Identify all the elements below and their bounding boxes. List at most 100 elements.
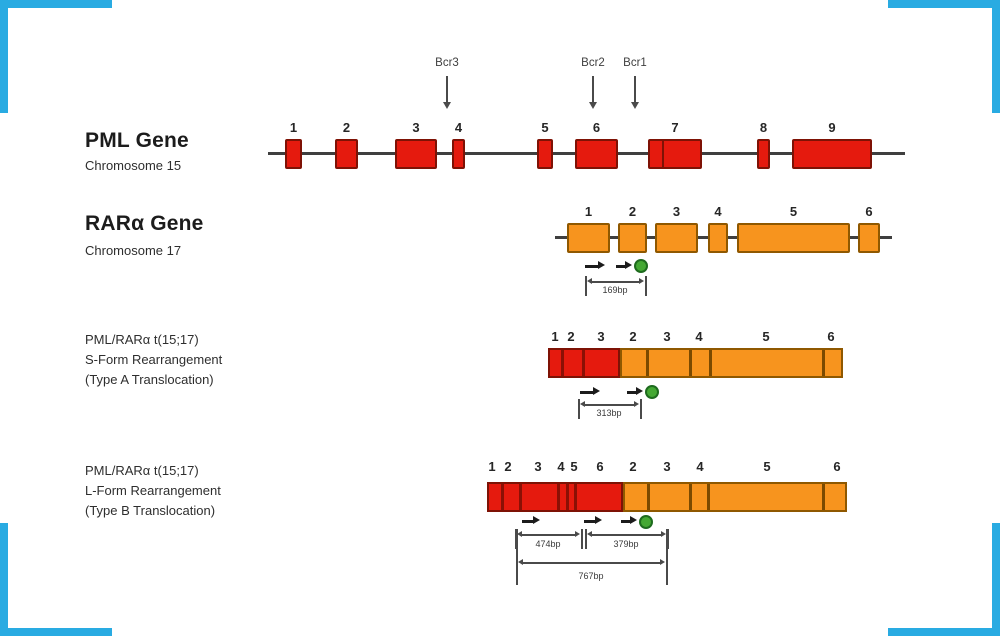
pml-exon-box xyxy=(648,139,702,169)
l-form-bracket-tick xyxy=(666,529,668,585)
frame-corner-bottom-right-icon xyxy=(888,523,1000,636)
s-form-segment-number: 1 xyxy=(551,329,559,344)
l-form-rara-divider xyxy=(646,484,650,510)
breakpoint-label: Bcr2 xyxy=(581,57,605,69)
s-form-amplicon-size-label: 313bp xyxy=(596,408,622,418)
l-form-amplicon-size-label: 379bp xyxy=(613,539,639,549)
l-form-segment-number: 5 xyxy=(763,459,771,474)
s-form-pml-divider xyxy=(581,350,585,376)
l-form-rara-divider xyxy=(688,484,692,510)
l-form-pml-block xyxy=(487,482,623,512)
pml-exon-number: 9 xyxy=(828,120,836,135)
l-form-title-line2: L-Form Rearrangement xyxy=(85,483,221,498)
rara-bracket-arrow-right-icon xyxy=(639,278,644,284)
pml-exon-box xyxy=(335,139,358,169)
pml-exon-number: 3 xyxy=(412,120,420,135)
l-form-bracket-arrow-line xyxy=(521,562,661,564)
l-form-primer-arrow-line xyxy=(522,520,534,523)
l-form-bracket-tick xyxy=(581,529,583,549)
breakpoint-arrow-line xyxy=(446,76,448,102)
breakpoint-label: Bcr1 xyxy=(623,57,647,69)
l-form-segment-number: 1 xyxy=(488,459,496,474)
rara-bracket-tick xyxy=(585,276,587,296)
pml-exon-number: 7 xyxy=(671,120,679,135)
pml-exon-box xyxy=(537,139,553,169)
l-form-probe-circle-icon xyxy=(639,515,653,529)
l-form-segment-number: 4 xyxy=(696,459,704,474)
l-form-rara-divider xyxy=(821,484,825,510)
s-form-segment-number: 5 xyxy=(762,329,770,344)
pml-exon-number: 8 xyxy=(759,120,768,135)
s-form-bracket-arrow-right-icon xyxy=(634,401,639,407)
s-form-title-line2: S-Form Rearrangement xyxy=(85,352,223,367)
s-form-bracket-arrow-line xyxy=(583,404,635,406)
pml-exon-box xyxy=(792,139,872,169)
l-form-bracket-tick xyxy=(667,529,669,549)
breakpoint-arrow-line xyxy=(592,76,594,102)
s-form-rara-divider xyxy=(708,350,712,376)
frame-corner-bottom-left-icon xyxy=(0,523,112,636)
s-form-rara-divider xyxy=(688,350,692,376)
s-form-segment-number: 2 xyxy=(629,329,637,344)
l-form-primer-arrow-line xyxy=(621,520,631,523)
s-form-primer-arrow-line xyxy=(627,391,637,394)
rara-exon-box xyxy=(567,223,610,253)
breakpoint-arrow-head-icon xyxy=(442,102,451,109)
breakpoint-arrow-head-icon xyxy=(630,102,639,109)
s-form-primer-arrow-head-icon xyxy=(593,386,600,395)
rara-exon-box xyxy=(708,223,728,253)
pml-exon-divider xyxy=(662,141,664,167)
l-form-pml-divider xyxy=(573,484,577,510)
s-form-rara-divider xyxy=(645,350,649,376)
s-form-pml-divider xyxy=(560,350,564,376)
pml-exon-box xyxy=(395,139,437,169)
breakpoint-arrow-head-icon xyxy=(588,102,597,109)
rara-bracket-arrow-left-icon xyxy=(586,278,592,284)
pml-exon-number: 6 xyxy=(592,120,601,135)
frame-corner-top-right-icon xyxy=(888,0,1000,113)
pml-exon-number: 4 xyxy=(454,120,463,135)
l-form-primer-arrow-line xyxy=(584,520,596,523)
l-form-amplicon-size-label: 767bp xyxy=(578,571,604,581)
rara-exon-number: 6 xyxy=(865,204,873,219)
l-form-bracket-tick xyxy=(516,529,518,585)
rara-primer-arrow-line xyxy=(616,265,626,268)
rara-bracket-tick xyxy=(645,276,647,296)
l-form-bracket-arrow-left-icon xyxy=(586,531,592,537)
l-form-bracket-arrow-right-icon xyxy=(661,531,666,537)
s-form-title-line3: (Type A Translocation) xyxy=(85,372,214,387)
breakpoint-arrow-line xyxy=(634,76,636,102)
pml-exon-number: 2 xyxy=(342,120,351,135)
l-form-segment-number: 2 xyxy=(629,459,637,474)
l-form-pml-divider xyxy=(518,484,522,510)
rara-probe-circle-icon xyxy=(634,259,648,273)
pml-exon-number: 1 xyxy=(289,120,298,135)
rara-exon-number: 1 xyxy=(584,204,593,219)
s-form-rara-block xyxy=(620,348,843,378)
l-form-primer-arrow-head-icon xyxy=(630,515,637,524)
l-form-segment-number: 6 xyxy=(596,459,604,474)
s-form-bracket-tick xyxy=(640,399,642,419)
s-form-segment-number: 4 xyxy=(695,329,703,344)
rara-exon-box xyxy=(655,223,698,253)
rara-amplicon-size-label: 169bp xyxy=(602,285,628,295)
pml-exon-box xyxy=(285,139,302,169)
pml-gene-title: PML Gene xyxy=(85,129,189,152)
l-form-pml-divider xyxy=(565,484,569,510)
rara-primer-arrow-line xyxy=(585,265,599,268)
breakpoint-label: Bcr3 xyxy=(435,57,459,69)
s-form-segment-number: 3 xyxy=(663,329,671,344)
l-form-bracket-arrow-line xyxy=(590,534,662,536)
pml-exon-box xyxy=(757,139,770,169)
frame-corner-top-left-icon xyxy=(0,0,112,113)
rara-bracket-arrow-line xyxy=(590,281,640,283)
pml-exon-box xyxy=(575,139,618,169)
l-form-rara-divider xyxy=(706,484,710,510)
l-form-bracket-arrow-right-icon xyxy=(660,559,665,565)
l-form-segment-number: 3 xyxy=(534,459,542,474)
l-form-segment-number: 4 xyxy=(557,459,565,474)
pml-exon-number: 5 xyxy=(541,120,549,135)
l-form-primer-arrow-head-icon xyxy=(595,515,602,524)
s-form-title-block: PML/RARα t(15;17) S-Form Rearrangement (… xyxy=(85,330,222,390)
rara-exon-number: 3 xyxy=(672,204,681,219)
